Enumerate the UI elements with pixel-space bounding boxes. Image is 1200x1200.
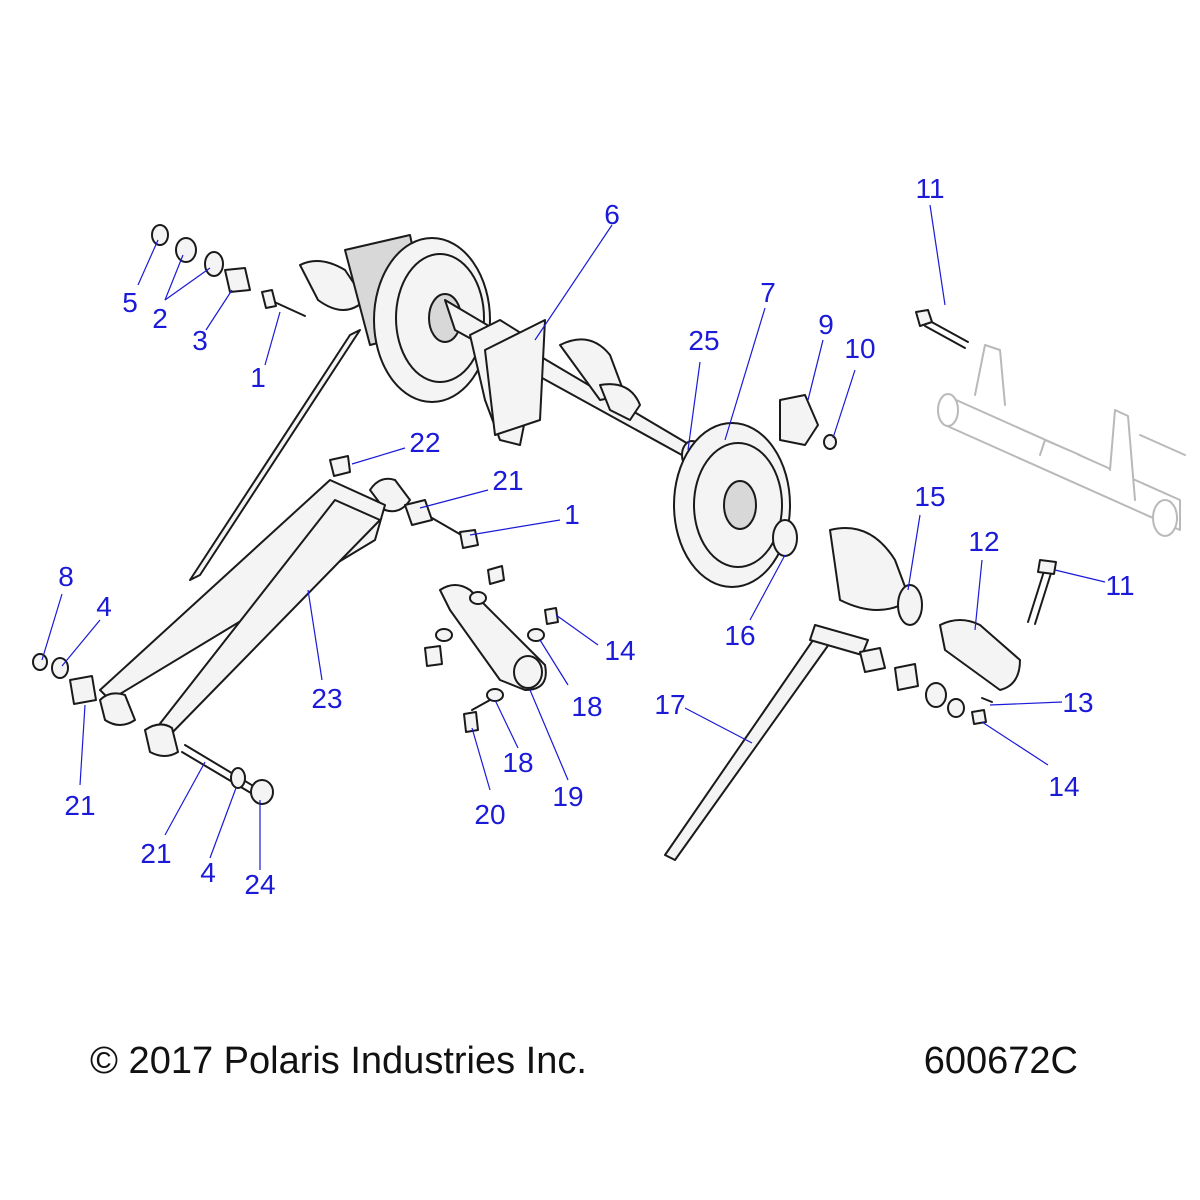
callout-23: 23 xyxy=(311,683,342,714)
callout-15: 15 xyxy=(914,481,945,512)
callout-10: 10 xyxy=(844,333,875,364)
rocker-19 xyxy=(439,584,547,691)
callout-9: 9 xyxy=(818,309,834,340)
bolt-11-mid xyxy=(1027,559,1057,625)
callout-11-top: 11 xyxy=(915,173,944,204)
ghost-frame xyxy=(937,344,1186,537)
wheel-7 xyxy=(673,422,791,588)
callout-1-top: 1 xyxy=(250,362,266,393)
callout-17: 17 xyxy=(654,689,685,720)
callout-18-right: 18 xyxy=(571,691,602,722)
callout-22: 22 xyxy=(409,427,440,458)
bracket-12 xyxy=(939,619,1021,691)
torsion-spring-right xyxy=(664,527,923,861)
callout-labels: 11 6 7 25 9 10 5 2 3 1 22 21 1 15 12 11 … xyxy=(58,173,1134,900)
callout-5: 5 xyxy=(122,287,138,318)
callout-12: 12 xyxy=(968,526,999,557)
bolt-11-top xyxy=(915,309,969,349)
small-hardware-center xyxy=(424,565,559,733)
callout-18-left: 18 xyxy=(502,747,533,778)
callout-24: 24 xyxy=(244,869,275,900)
callout-25: 25 xyxy=(688,325,719,356)
callout-11-mid: 11 xyxy=(1105,570,1134,601)
callout-19: 19 xyxy=(552,781,583,812)
o-ring-16 xyxy=(772,519,798,557)
pin-assembly-24 xyxy=(181,744,274,805)
callout-16: 16 xyxy=(724,620,755,651)
callout-21-bottom: 21 xyxy=(140,838,171,869)
callout-6: 6 xyxy=(604,199,620,230)
callout-1-mid: 1 xyxy=(564,499,580,530)
callout-21-left: 21 xyxy=(64,790,95,821)
bolt-22 xyxy=(329,455,351,477)
callout-4-left: 4 xyxy=(96,591,112,622)
diagram-id: 600672C xyxy=(923,1040,1078,1082)
callout-14-bottom: 14 xyxy=(1048,771,1079,802)
leader-lines xyxy=(41,204,1106,870)
callout-14-top: 14 xyxy=(604,635,635,666)
hardware-left xyxy=(32,653,97,705)
swing-arm-23 xyxy=(99,479,386,757)
spacers-mid xyxy=(369,477,479,549)
hardware-top-left xyxy=(151,224,306,317)
callout-7: 7 xyxy=(760,277,776,308)
callout-4-bottom: 4 xyxy=(200,857,216,888)
callout-8: 8 xyxy=(58,561,74,592)
block-9 xyxy=(779,394,837,450)
callout-21-mid: 21 xyxy=(492,465,523,496)
axle-assembly xyxy=(444,299,703,470)
copyright-text: © 2017 Polaris Industries Inc. xyxy=(90,1040,587,1082)
callout-20: 20 xyxy=(474,799,505,830)
callout-13: 13 xyxy=(1062,687,1093,718)
callout-2: 2 xyxy=(152,303,168,334)
callout-3: 3 xyxy=(192,325,208,356)
hardware-right xyxy=(859,647,993,725)
